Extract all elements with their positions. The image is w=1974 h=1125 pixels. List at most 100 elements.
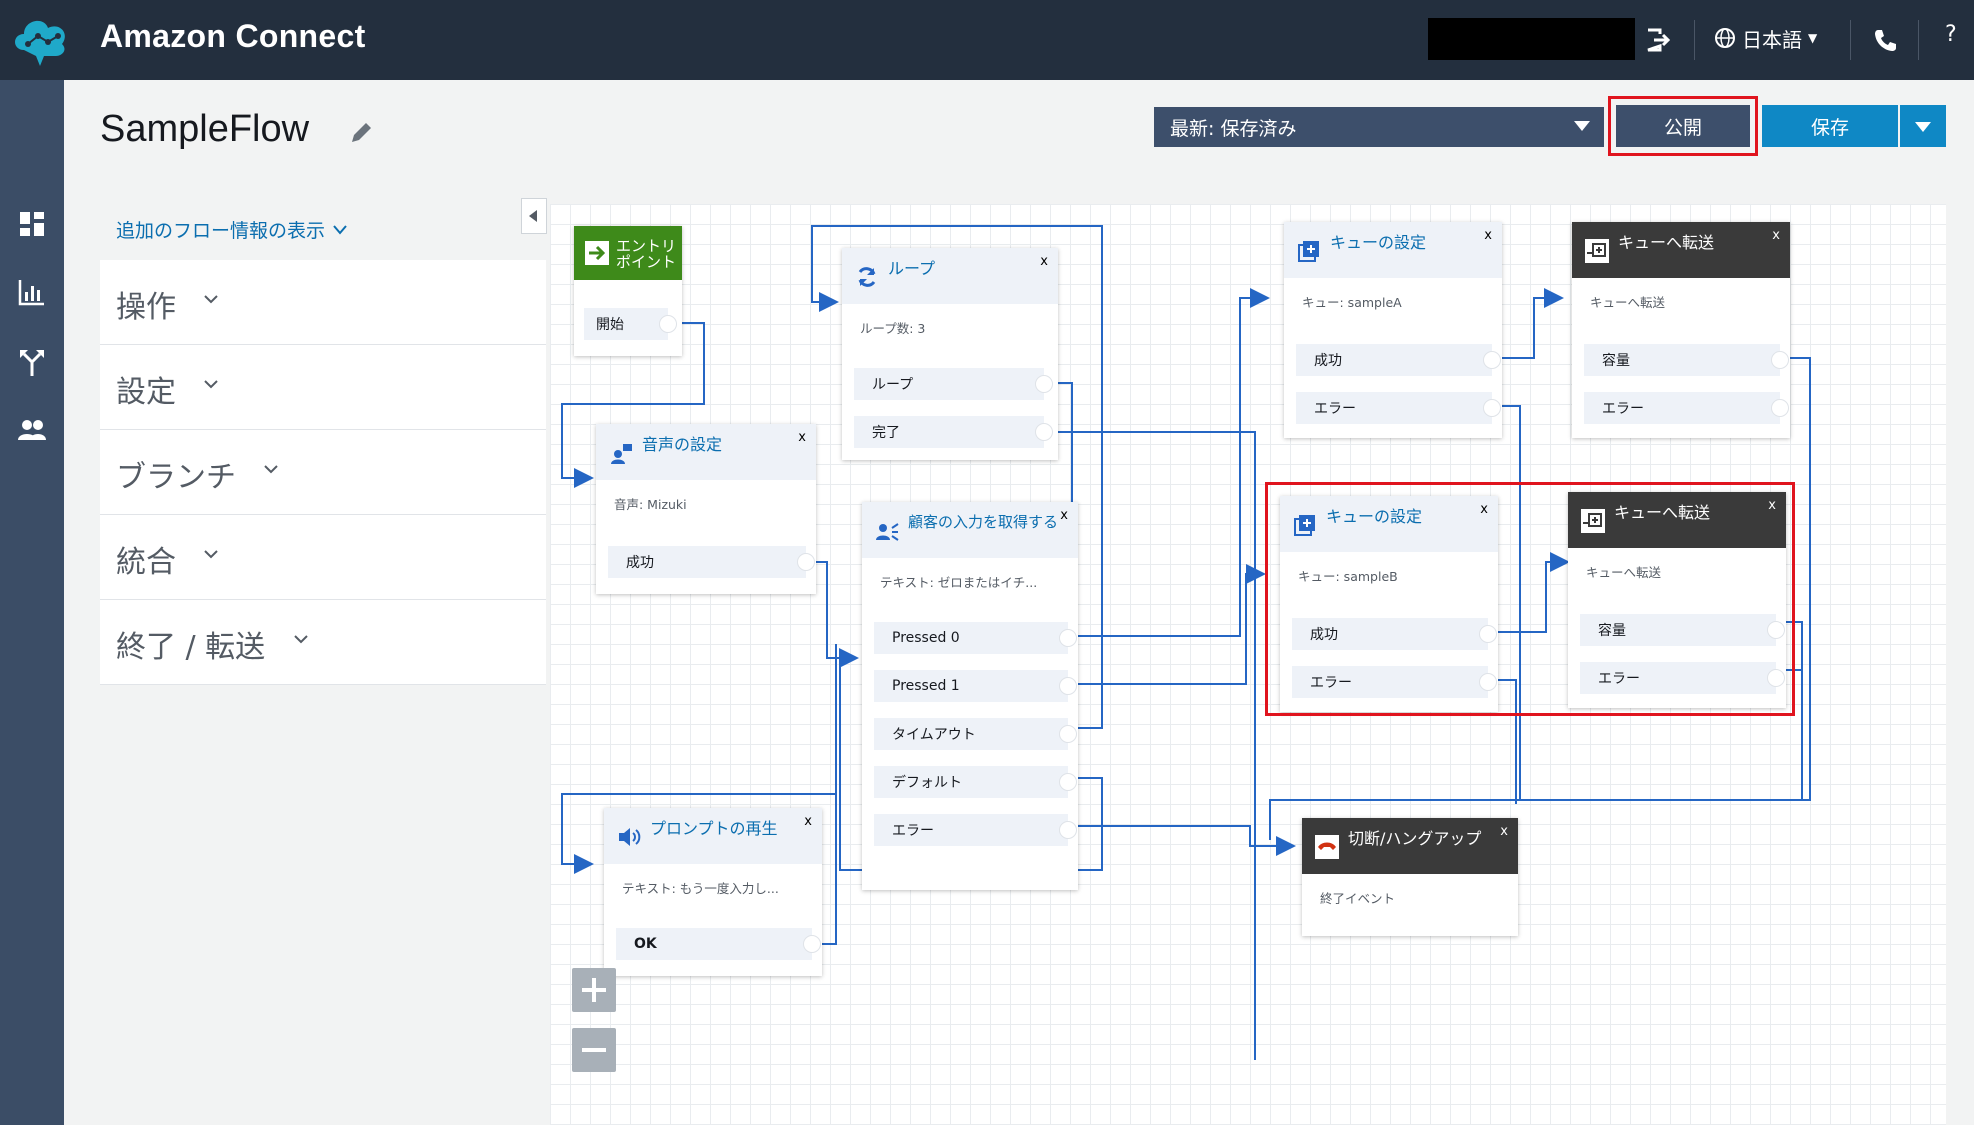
block-title: 顧客の入力を取得する — [908, 513, 1059, 531]
branch-error: エラー — [874, 814, 1077, 846]
output-port[interactable] — [1479, 625, 1497, 643]
app-title: Amazon Connect — [100, 18, 366, 54]
collapse-panel-button[interactable] — [521, 198, 547, 234]
category-label: 設定 — [116, 375, 176, 410]
wire-transferA-right — [1300, 357, 1811, 801]
block-play-prompt[interactable]: プロンプトの再生 x テキスト: もう一度入力し... OK — [604, 808, 822, 976]
output-port[interactable] — [803, 935, 821, 953]
caret-left-icon — [529, 210, 537, 222]
flow-canvas[interactable]: エントリポイント 開始 ループ x ループ数: 3 ループ 完了 音声の設定 x… — [550, 204, 1946, 1125]
branch-error: エラー — [1296, 392, 1501, 424]
branch-pressed-1: Pressed 1 — [874, 670, 1077, 702]
block-transfer-to-queue-a[interactable]: キューへ転送 x キューへ転送 容量 エラー — [1572, 222, 1790, 438]
block-subtitle: テキスト: ゼロまたはイチ... — [880, 575, 1038, 590]
show-flow-info-label: 追加のフロー情報の表示 — [116, 220, 326, 242]
chevron-down-icon: ▼ — [1808, 31, 1818, 45]
language-selector[interactable]: 日本語 ▼ — [1714, 22, 1817, 54]
block-loop[interactable]: ループ x ループ数: 3 ループ 完了 — [842, 248, 1058, 460]
routing-icon[interactable] — [16, 346, 48, 378]
output-port[interactable] — [1059, 821, 1077, 839]
close-icon[interactable]: x — [798, 430, 806, 445]
branch-pressed-0: Pressed 0 — [874, 622, 1077, 654]
block-title: キューの設定 — [1330, 233, 1427, 252]
wire-timeout-loop — [811, 225, 1103, 729]
block-get-customer-input[interactable]: 顧客の入力を取得する x テキスト: ゼロまたはイチ... Pressed 0 … — [862, 502, 1078, 890]
close-icon[interactable]: x — [1040, 254, 1048, 269]
output-port[interactable] — [1483, 399, 1501, 417]
branch-error: エラー — [1580, 662, 1785, 694]
block-subtitle: 音声: Mizuki — [614, 497, 687, 512]
speaker-icon — [619, 828, 641, 846]
globe-icon — [1715, 28, 1735, 48]
output-port[interactable] — [1059, 725, 1077, 743]
output-port[interactable] — [1059, 629, 1077, 647]
branch-default: デフォルト — [874, 766, 1077, 798]
chevron-down-icon — [264, 465, 278, 474]
close-icon[interactable]: x — [1500, 824, 1508, 839]
category-terminate-transfer[interactable]: 終了 / 転送 — [100, 600, 546, 685]
version-select[interactable]: 最新: 保存済み — [1154, 107, 1604, 147]
close-icon[interactable]: x — [1060, 508, 1068, 523]
publish-highlight — [1608, 96, 1758, 156]
output-port[interactable] — [1771, 399, 1789, 417]
transfer-queue-icon — [1581, 509, 1605, 533]
branch-success: 成功 — [1292, 618, 1497, 650]
output-port[interactable] — [1479, 673, 1497, 691]
block-set-queue-b[interactable]: キューの設定 x キュー: sampleB 成功 エラー — [1280, 496, 1498, 712]
wire-loop-complete — [1043, 431, 1256, 1060]
show-flow-info-link[interactable]: 追加のフロー情報の表示 — [116, 216, 347, 243]
close-icon[interactable]: x — [1768, 498, 1776, 513]
close-icon[interactable]: x — [804, 814, 812, 829]
wire-queueB-success — [1486, 552, 1570, 633]
block-subtitle: キューへ転送 — [1590, 295, 1666, 310]
transfer-queue-icon — [1585, 239, 1609, 263]
block-transfer-to-queue-b[interactable]: キューへ転送 x キューへ転送 容量 エラー — [1568, 492, 1786, 708]
save-button[interactable]: 保存 — [1762, 105, 1898, 147]
wire-queueA-success — [1490, 288, 1564, 359]
chevron-down-icon — [333, 224, 347, 235]
users-icon[interactable] — [16, 414, 48, 446]
output-port[interactable] — [1767, 669, 1785, 687]
connector-wires — [561, 225, 1811, 1060]
close-icon[interactable]: x — [1772, 228, 1780, 243]
category-branch[interactable]: ブランチ — [100, 430, 546, 515]
zoom-in-button[interactable] — [572, 968, 616, 1012]
customer-input-icon — [876, 523, 899, 541]
save-dropdown-button[interactable] — [1900, 105, 1946, 147]
phone-icon[interactable] — [1872, 26, 1900, 54]
output-port[interactable] — [1483, 351, 1501, 369]
output-port[interactable] — [1059, 677, 1077, 695]
publish-button[interactable]: 公開 — [1616, 105, 1750, 147]
block-subtitle: キューへ転送 — [1586, 565, 1662, 580]
chevron-down-icon — [204, 550, 218, 559]
category-actions[interactable]: 操作 — [100, 260, 546, 345]
block-set-queue-a[interactable]: キューの設定 x キュー: sampleA 成功 エラー — [1284, 222, 1502, 438]
output-port[interactable] — [1059, 773, 1077, 791]
pencil-edit-icon[interactable] — [346, 118, 376, 148]
block-set-voice[interactable]: 音声の設定 x 音声: Mizuki 成功 — [596, 424, 816, 594]
metrics-chart-icon[interactable] — [16, 276, 48, 308]
branch-success: 成功 — [608, 546, 815, 578]
zoom-out-button[interactable] — [572, 1028, 616, 1072]
block-entry-point[interactable]: エントリポイント 開始 — [574, 226, 682, 356]
output-port[interactable] — [1035, 423, 1053, 441]
branch-timeout: タイムアウト — [874, 718, 1077, 750]
output-port[interactable] — [659, 315, 677, 333]
output-port[interactable] — [1035, 375, 1053, 393]
logout-icon[interactable] — [1644, 26, 1672, 54]
block-title: キューの設定 — [1326, 507, 1423, 526]
output-port[interactable] — [1771, 351, 1789, 369]
close-icon[interactable]: x — [1480, 502, 1488, 517]
wire-pressed0-queueA — [1060, 288, 1270, 637]
close-icon[interactable]: x — [1484, 228, 1492, 243]
output-port[interactable] — [1767, 621, 1785, 639]
dashboard-icon[interactable] — [16, 208, 48, 240]
help-button[interactable]: ? — [1945, 22, 1957, 47]
block-disconnect-hang-up[interactable]: 切断/ハングアップ x 終了イベント — [1302, 818, 1518, 936]
category-settings[interactable]: 設定 — [100, 345, 546, 430]
block-subtitle: 終了イベント — [1320, 891, 1396, 906]
output-port[interactable] — [797, 553, 815, 571]
category-integration[interactable]: 統合 — [100, 515, 546, 600]
chevron-down-icon — [204, 295, 218, 304]
caret-down-icon — [1574, 121, 1590, 131]
